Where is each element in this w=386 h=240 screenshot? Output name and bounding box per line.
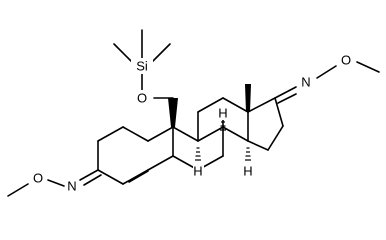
- bond: [222, 97, 249, 113]
- bond: [97, 169, 124, 185]
- atom-label-h8: H: [218, 106, 227, 121]
- bond: [274, 97, 284, 127]
- atom-label-h9: H: [193, 164, 202, 179]
- structure-diagram: Si O N O N O H H H: [7, 29, 380, 197]
- atom-si: Si: [131, 58, 153, 74]
- wedge-bond-methyl: [245, 84, 251, 112]
- atom-n-left: N: [66, 178, 78, 194]
- bond: [147, 155, 174, 171]
- bond: [151, 43, 171, 63]
- bond: [247, 140, 269, 151]
- bond: [172, 126, 199, 142]
- bond-double-inner: [128, 170, 149, 183]
- bond-double-inner: [277, 93, 297, 104]
- bond-double-inner: [83, 174, 102, 186]
- bond: [356, 61, 380, 73]
- wedge-bond-ch2: [168, 98, 178, 127]
- bond: [147, 126, 174, 142]
- bond: [122, 169, 149, 185]
- atom-label-o-left: O: [33, 171, 43, 186]
- ring-a: [97, 126, 174, 185]
- hashed-bond-h9: [195, 147, 201, 161]
- atom-o-ether: O: [137, 90, 148, 106]
- atom-n-right: N: [300, 74, 312, 90]
- bond: [79, 169, 99, 181]
- bond: [274, 86, 297, 99]
- hashed-bond-h14: [245, 147, 251, 161]
- ring-c: [197, 97, 249, 142]
- atom-h8: H: [218, 106, 229, 121]
- bond: [122, 126, 149, 142]
- atom-o-right: O: [340, 52, 352, 68]
- atom-label-n-right: N: [301, 75, 310, 90]
- bond: [47, 179, 65, 187]
- ring-d: [247, 97, 284, 151]
- bond: [7, 183, 29, 197]
- bond: [113, 43, 133, 63]
- atom-h9: H: [193, 164, 204, 179]
- bond: [197, 97, 224, 113]
- oxime-right: [274, 61, 380, 104]
- bond: [247, 97, 276, 113]
- atom-label-si: Si: [136, 59, 148, 74]
- bond: [97, 126, 124, 142]
- atom-o-left: O: [32, 170, 44, 186]
- bond: [197, 126, 224, 142]
- bond: [222, 126, 249, 142]
- atom-h14: H: [243, 164, 254, 179]
- atom-label-o-ether: O: [137, 91, 147, 106]
- bond: [267, 125, 284, 151]
- molecule-drawing: Si O N O N O H H H: [7, 29, 380, 197]
- bond: [316, 65, 337, 79]
- atom-label-h14: H: [243, 164, 252, 179]
- atom-label-o-right: O: [341, 53, 351, 68]
- atom-label-n-left: N: [67, 179, 76, 194]
- silyl-ether-substituent: [113, 29, 178, 127]
- oxime-left: [7, 169, 102, 197]
